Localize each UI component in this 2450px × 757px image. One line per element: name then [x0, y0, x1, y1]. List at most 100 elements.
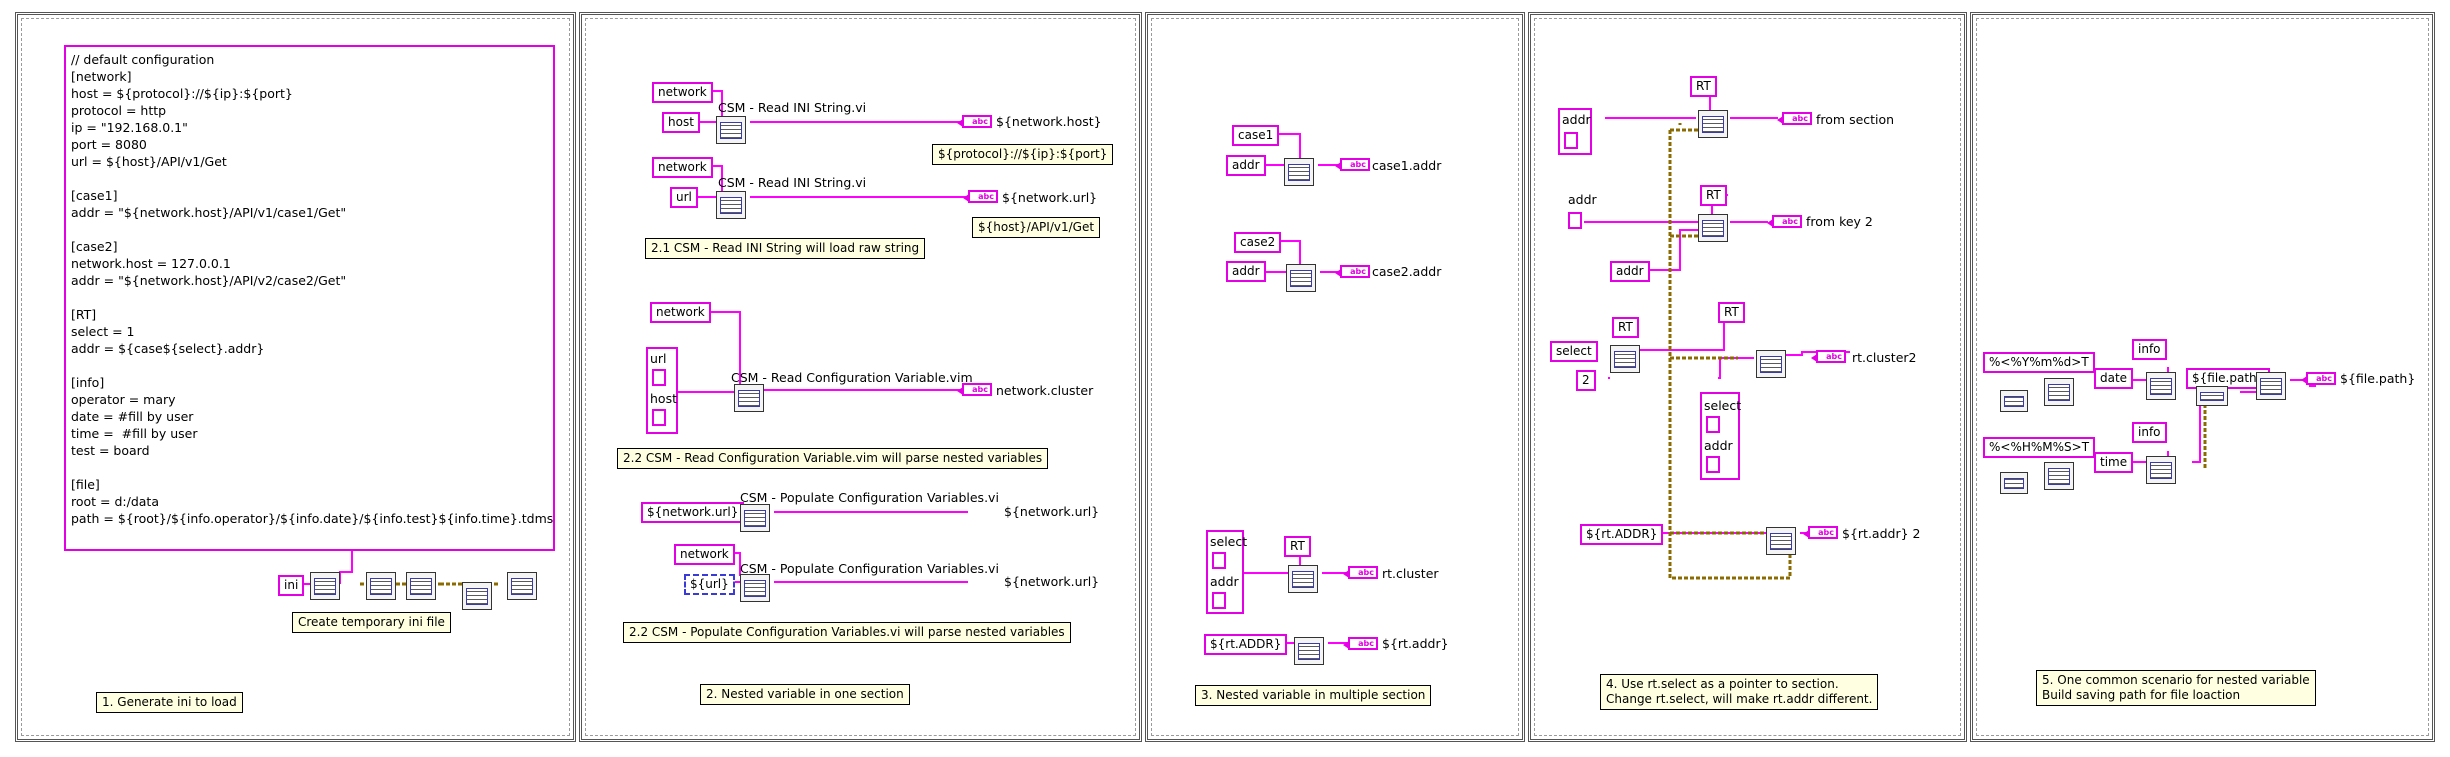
from-section-indicator: abc: [1777, 112, 1812, 125]
network-url-output-label-1: ${network.url}: [1002, 190, 1098, 205]
cluster-addr-box-s3: [1212, 592, 1226, 609]
rt-constant-select[interactable]: RT: [1612, 317, 1639, 338]
case1-addr-key-constant[interactable]: addr: [1226, 155, 1266, 176]
populate-path-vi-icon[interactable]: [2256, 372, 2286, 400]
write-key-vi-icon-s4[interactable]: [1610, 345, 1640, 373]
merge-config-icon[interactable]: [2196, 386, 2228, 406]
write-config-vi-icon[interactable]: [366, 572, 396, 600]
read-ini-string-vi-icon-1[interactable]: [716, 116, 746, 144]
addr-cluster-s4[interactable]: addr: [1558, 108, 1592, 155]
format-date-time-icon-1[interactable]: [2044, 378, 2074, 406]
network-section-constant-3[interactable]: network: [650, 302, 711, 323]
cluster-select-box-s3: [1212, 552, 1226, 569]
network-section-constant-4[interactable]: network: [674, 544, 735, 565]
cluster-addr-label-s4: addr: [1704, 438, 1733, 453]
network-url-populate-input[interactable]: ${network.url}: [641, 502, 745, 523]
ini-config-string-constant[interactable]: // default configuration [network] host …: [64, 45, 555, 551]
ini-constant[interactable]: ini: [278, 575, 305, 596]
populate-output-label-2: ${network.url}: [1004, 574, 1100, 589]
rt-cluster-indicator: abc: [1343, 566, 1378, 579]
case1-read-vi-icon[interactable]: [1284, 158, 1314, 186]
rt-cluster2-label: rt.cluster2: [1852, 350, 1917, 365]
format-date-time-icon-2[interactable]: [2044, 462, 2074, 490]
rt-addr-output-label-s3: ${rt.addr}: [1382, 636, 1449, 651]
case2-section-constant[interactable]: case2: [1234, 232, 1282, 253]
addr-cluster-label-s4: addr: [1562, 112, 1591, 127]
case1-section-constant[interactable]: case1: [1232, 125, 1280, 146]
rt-addr-input-s4[interactable]: ${rt.ADDR}: [1580, 524, 1664, 545]
from-section-label: from section: [1816, 112, 1895, 127]
cluster-url-box: [652, 369, 666, 386]
select-constant-s4[interactable]: select: [1550, 341, 1598, 362]
section-3-title: 3. Nested variable in multiple section: [1195, 685, 1432, 706]
time-key-constant[interactable]: time: [2094, 452, 2134, 473]
rt-populate-vi-icon-s3[interactable]: [1294, 637, 1324, 665]
file-path-output-label: ${file.path}: [2340, 371, 2416, 386]
get-time-icon-1[interactable]: [2000, 390, 2028, 412]
rt-constant-2[interactable]: RT: [1700, 185, 1727, 206]
section-1-title: 1. Generate ini to load: [96, 692, 243, 713]
get-time-icon-2[interactable]: [2000, 472, 2028, 494]
file-path-input[interactable]: ${file.path}: [2186, 368, 2271, 389]
network-section-constant-1[interactable]: network: [652, 82, 713, 103]
number-2-constant[interactable]: 2: [1576, 370, 1596, 391]
info-section-constant-2[interactable]: info: [2132, 422, 2167, 443]
addr-constant-s4[interactable]: addr: [1610, 261, 1650, 282]
select-addr-cluster-s3[interactable]: select addr: [1206, 530, 1247, 614]
create-temp-ini-note: Create temporary ini file: [292, 612, 451, 633]
rt-cluster2-vim-icon[interactable]: [1756, 350, 1786, 378]
from-key2-vi-icon[interactable]: [1698, 214, 1728, 242]
rt-populate-vi-icon-s4[interactable]: [1766, 527, 1796, 555]
section-3-frame: [1145, 12, 1525, 742]
populate-config-vi-icon-1[interactable]: [740, 504, 770, 532]
close-file-vi-icon[interactable]: [462, 582, 492, 610]
addr-control-label-s4: addr: [1568, 192, 1597, 207]
read-config-variable-vim-icon[interactable]: [734, 384, 764, 412]
new-file-vi-icon[interactable]: [406, 572, 436, 600]
rt-constant-1[interactable]: RT: [1690, 76, 1717, 97]
note-2-1: 2.1 CSM - Read INI String will load raw …: [645, 238, 926, 259]
from-key2-label: from key 2: [1806, 214, 1873, 229]
rt-constant-3[interactable]: RT: [1718, 302, 1745, 323]
case1-addr-indicator: abc: [1335, 158, 1370, 171]
read-ini-string-vi-icon-2[interactable]: [716, 191, 746, 219]
network-host-indicator: abc: [957, 115, 992, 128]
url-nested-input[interactable]: ${url}: [684, 574, 735, 595]
network-section-constant-2[interactable]: network: [652, 157, 713, 178]
case2-read-vi-icon[interactable]: [1286, 264, 1316, 292]
cluster-select-box-s4: [1706, 416, 1720, 433]
populate-config-vi-label-2: CSM - Populate Configuration Variables.v…: [740, 561, 999, 576]
info-section-constant-1[interactable]: info: [2132, 339, 2167, 360]
rt-read-config-vim-icon-s3[interactable]: [1288, 565, 1318, 593]
time-format-constant[interactable]: %<%H%M%S>T: [1983, 437, 2096, 458]
url-key-constant[interactable]: url: [670, 187, 698, 208]
url-host-cluster-constant[interactable]: url host: [646, 347, 678, 434]
cluster-host-box: [652, 409, 666, 426]
cluster-url-label: url: [650, 351, 667, 366]
network-host-output-label: ${network.host}: [996, 114, 1102, 129]
section-4-title: 4. Use rt.select as a pointer to section…: [1600, 674, 1879, 710]
case2-addr-indicator: abc: [1335, 265, 1370, 278]
write-time-vi-icon[interactable]: [2146, 456, 2176, 484]
case2-addr-key-constant[interactable]: addr: [1226, 261, 1266, 282]
addr-control-s4[interactable]: [1568, 212, 1582, 229]
date-key-constant[interactable]: date: [2094, 368, 2134, 389]
rt-addr-input-s3[interactable]: ${rt.ADDR}: [1204, 634, 1288, 655]
host-key-constant[interactable]: host: [662, 112, 700, 133]
network-url-result: ${host}/API/v1/Get: [972, 217, 1101, 238]
delete-file-vi-icon[interactable]: [507, 572, 537, 600]
from-key2-indicator: abc: [1767, 215, 1802, 228]
rt-addr2-indicator: abc: [1803, 526, 1838, 539]
section-5-title: 5. One common scenario for nested variab…: [2036, 670, 2316, 706]
network-host-result: ${protocol}://${ip}:${port}: [932, 144, 1114, 165]
cluster-addr-box-s4: [1706, 456, 1720, 473]
cluster-host-label: host: [650, 391, 677, 406]
populate-config-vi-icon-2[interactable]: [740, 574, 770, 602]
rt-section-constant-s3[interactable]: RT: [1284, 536, 1311, 557]
addr-cluster-box-s4: [1564, 132, 1578, 149]
open-config-vi-icon[interactable]: [310, 572, 340, 600]
select-addr-cluster-s4[interactable]: select addr: [1700, 392, 1741, 480]
write-date-vi-icon[interactable]: [2146, 372, 2176, 400]
date-format-constant[interactable]: %<%Y%m%d>T: [1983, 352, 2095, 373]
from-section-vi-icon[interactable]: [1698, 110, 1728, 138]
